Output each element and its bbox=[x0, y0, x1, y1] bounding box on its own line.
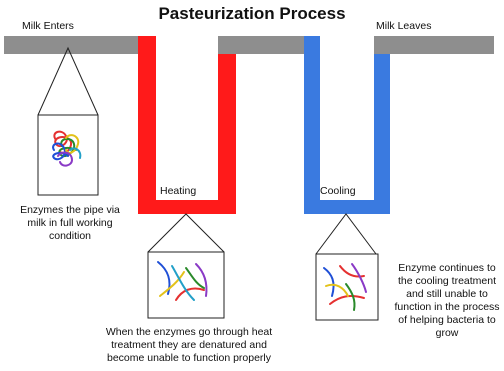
pipe-cooling-bottom bbox=[304, 200, 390, 214]
denatured-enzyme-icon bbox=[157, 261, 208, 301]
pipe-cooling-left bbox=[304, 36, 320, 214]
pipe-cooling-right bbox=[374, 54, 390, 214]
pipe-outlet bbox=[374, 36, 494, 54]
pipe-heating-right bbox=[218, 54, 236, 214]
pipe-heating-left bbox=[138, 36, 156, 214]
label-milk-leaves: Milk Leaves bbox=[376, 20, 432, 32]
label-milk-enters: Milk Enters bbox=[22, 20, 74, 32]
caption-cooling: Enzyme continues to the cooling treatmen… bbox=[394, 262, 500, 339]
diagram-title: Pasteurization Process bbox=[158, 4, 346, 23]
label-heating: Heating bbox=[160, 185, 197, 197]
caption-full-working: Enzymes the pipe via milk in full workin… bbox=[20, 204, 120, 242]
intact-enzyme-icon bbox=[52, 130, 82, 167]
pipe-middle bbox=[218, 36, 304, 54]
pipe-inlet bbox=[4, 36, 138, 54]
callout-intact-enzymes bbox=[37, 46, 99, 196]
cooled-enzyme-icon bbox=[323, 263, 367, 311]
pipe-heating-bottom bbox=[138, 200, 236, 214]
label-cooling: Cooling bbox=[320, 185, 356, 197]
callout-heated-enzymes bbox=[147, 213, 225, 319]
caption-denatured: When the enzymes go through heat treatme… bbox=[105, 326, 273, 364]
callout-cooled-enzymes bbox=[315, 213, 379, 321]
